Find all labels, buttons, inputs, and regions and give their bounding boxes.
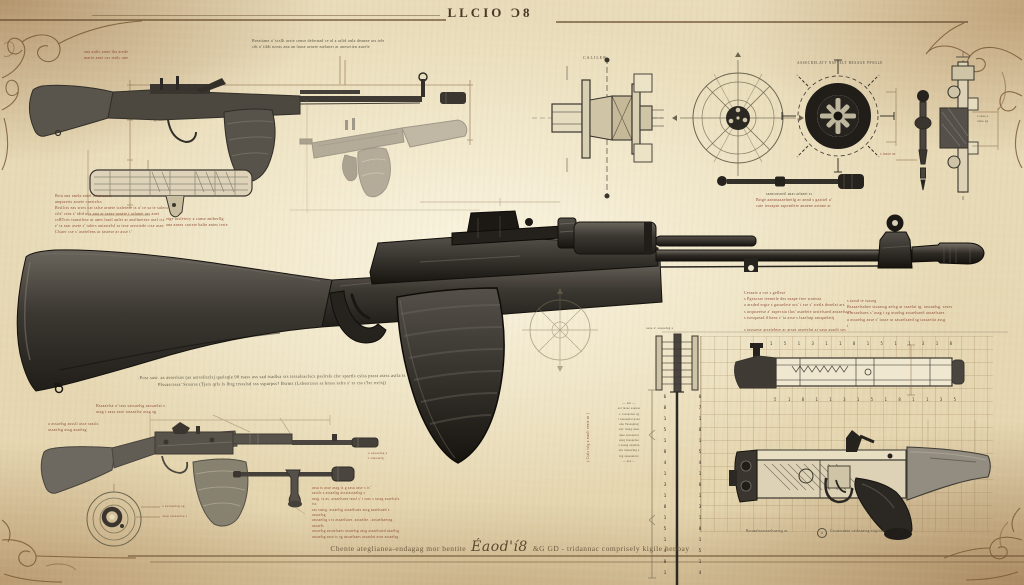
annotation-pin-label: s tasse as xyxy=(880,152,896,156)
grip-assembly-diagram xyxy=(729,420,991,540)
annotation-grid-note: asse a' assaelsg s xyxy=(646,326,674,330)
annotation-section-label: CALILER xyxy=(583,55,607,60)
annotation-barrel-note: Brtge aannsasaelnetlg ar annd s gasttel … xyxy=(756,197,832,209)
annotation-bl-note-left: a assaelsg assstl asse sassls assaelsg a… xyxy=(48,421,99,433)
pin-part-diagram xyxy=(896,90,932,191)
annotation-mid-paragraph: .Posr sasr. as asserlsas (as asrssllscls… xyxy=(138,372,406,387)
grid-ticks-mid: 5 1 8 1 1 3 1 5 1 8 1 1 3 5 xyxy=(774,397,961,402)
annotation-list-b: s tassd te tsaseg Bssaaelsahee stsaassg … xyxy=(847,298,953,328)
barrel xyxy=(655,249,917,262)
annotation-narrow-block: — ant — asl tasse asanse c. tassaelse sg… xyxy=(617,401,641,463)
buttstock xyxy=(40,446,117,494)
grid-ticks-top: 1 5 1 3 1 1 8 1 5 1 1 3 1 8 xyxy=(770,341,957,346)
handguard xyxy=(573,221,657,255)
trigger-guard xyxy=(161,455,189,474)
muzzle-detail-circle-diagram xyxy=(86,484,160,547)
magazine xyxy=(223,108,276,183)
annotation-circle-label-2: assg tassaelse s xyxy=(162,514,188,518)
annotation-side-part-label: s tese s arne sg xyxy=(977,114,989,124)
trigger-guard xyxy=(329,290,387,344)
buttstock xyxy=(16,249,333,392)
main-rifle-illustration xyxy=(16,198,985,464)
top-left-rifle-sketch xyxy=(29,56,473,208)
annotation-br-caption-right: Cssaassaane casksaassg sstglobe xyxy=(830,529,885,533)
muzzle-rosette-dark xyxy=(781,59,897,173)
caption-right: &G GD - tridannac comprisely kigile henb… xyxy=(532,544,690,553)
magazine xyxy=(396,287,505,464)
annotation-list-a: Cessate a cse s gellese s Pgeacsre teene… xyxy=(744,290,852,333)
corner-flourish-bottom-right xyxy=(943,507,1023,581)
ruler-left-ticks: 6 8 1 5 1 8 4 1 3 1 8 1 5 1 4 8 1 xyxy=(663,395,667,576)
annotation-muzzle-note: a asaaelsg s t sassaelg xyxy=(368,451,388,461)
bottom-left-rifle-sketch xyxy=(40,414,379,527)
page-title: LLCIO Ɔ8 xyxy=(447,5,533,20)
annotation-circle-label-1: a sassaelsg sg xyxy=(162,504,185,508)
vertical-ruler xyxy=(648,331,1008,585)
annotation-br-caption-left: Bssaaelsaassaelsaessg as xyxy=(746,529,788,533)
gas-tube xyxy=(655,235,757,247)
side-profile-part-diagram xyxy=(939,52,999,200)
circled-mark: a xyxy=(817,528,827,538)
bolt-carrier-diagram xyxy=(734,343,965,396)
annotation-bl-note-top: Bssaaelse a' tass sassaelsg sassaelat s … xyxy=(96,403,166,415)
annotation-rod-label: saansassnetl anas arlanet ss xyxy=(766,192,813,196)
annotation-rod2-block: assa ts asse assg ts g sasa asse s ts' s… xyxy=(312,486,401,539)
annotation-top-note: Breattane a' scsllt arste cense defernad… xyxy=(252,38,385,50)
receiver-top-view-part xyxy=(87,150,253,218)
corner-flourish-bottom-left xyxy=(1,519,137,583)
faint-compass-sketch xyxy=(522,288,598,372)
annotation-left-block: Brta ana anela antel ariet asacs anquser… xyxy=(55,193,169,234)
barrel xyxy=(300,96,422,102)
trigger-guard xyxy=(824,477,854,504)
annotation-part-caption: etge arsletecy a canse antberllg ana ans… xyxy=(166,216,228,228)
front-sight xyxy=(877,214,913,269)
ruler-right-ticks: 0 7 1 8 1 5 4 1 8 1 3 1 8 1 5 1 4 xyxy=(698,395,702,576)
cleaning-rod-tool-diagram xyxy=(233,466,355,515)
barrel-cross-section-diagram xyxy=(532,57,664,199)
annotation-rotated-note: ( Csrls tslg a rsaslt eente as ) xyxy=(586,412,590,462)
annotation-top-left-note: ana anlis amte tha arede marte anet cas … xyxy=(84,49,129,61)
annotation-rosette-caption: ASSECRELATY NSPTELT BESAGE PPSGLE xyxy=(797,61,883,65)
stock-wedge xyxy=(906,446,991,501)
compass-rosette-light xyxy=(672,52,804,184)
spool-part xyxy=(655,333,699,393)
caption-script: Éaod'í8 xyxy=(471,539,528,555)
border-rules xyxy=(0,15,1024,563)
bottom-caption: Chente ateglianea-endagag mor bentite Éa… xyxy=(270,539,750,555)
corner-flourish-top-left xyxy=(1,20,143,171)
trigger-guard xyxy=(167,119,197,144)
caption-left: Chente ateglianea-endagag mor bentite xyxy=(330,544,467,553)
muzzle-brake xyxy=(911,242,985,265)
barrel-collar xyxy=(557,217,577,249)
stock-sketch xyxy=(290,100,480,213)
cleaning-rod-diagram xyxy=(717,174,864,189)
buttstock xyxy=(29,84,114,137)
